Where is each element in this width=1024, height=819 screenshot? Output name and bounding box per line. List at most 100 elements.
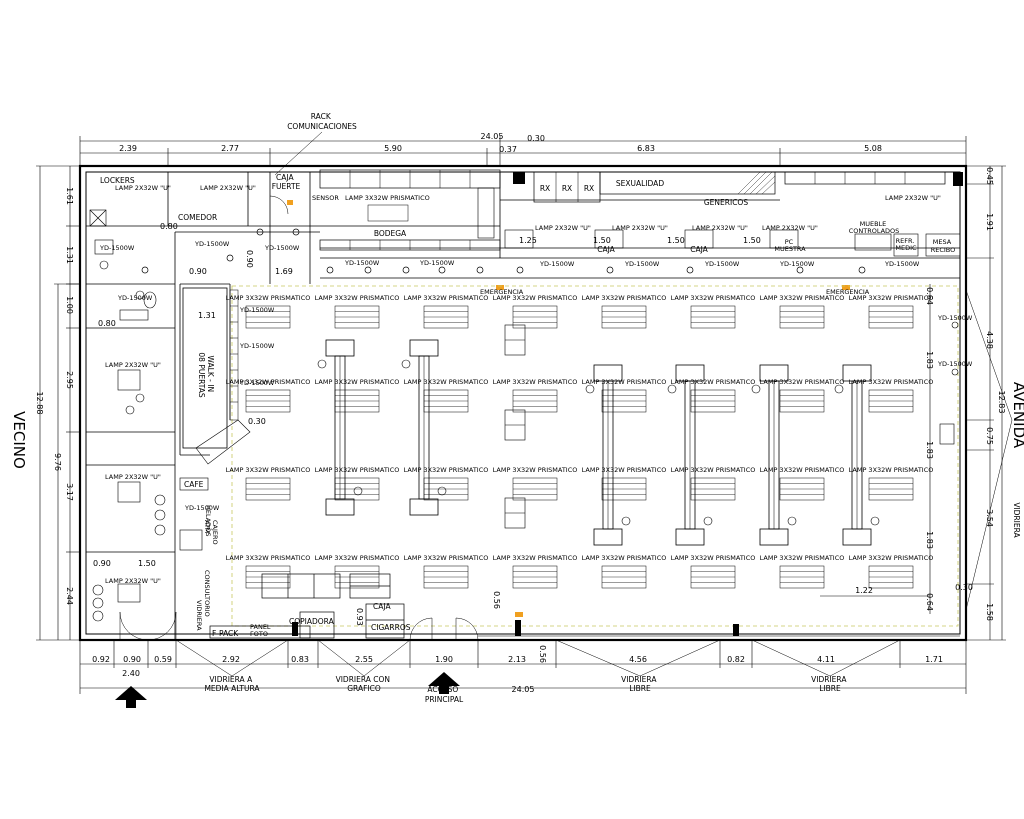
gondola-post (703, 516, 713, 526)
cf-line1: CAJA (276, 173, 294, 182)
sensor-label: SENSOR (312, 194, 339, 202)
left-dim-seg: 3.17 (65, 483, 74, 501)
lamp-prism-label: LAMP 3X32W PRISMATICO (671, 466, 756, 474)
sexualidad-label: SEXUALIDAD (616, 179, 664, 188)
lamp-prism-label: LAMP 3X32W PRISMATICO (404, 378, 489, 386)
cajero-line1: CAJERO (211, 520, 219, 545)
yd-label: YD-1500W (937, 360, 973, 368)
cf-line2: FUERTE (272, 182, 301, 191)
yd-label: YD-1500W (184, 504, 220, 512)
pharmacy-hatch (737, 171, 776, 195)
rx-label: RX (562, 184, 572, 193)
vidriera-leader (175, 639, 289, 677)
lamp-prism-label: LAMP 3X32W PRISMATICO (493, 466, 578, 474)
vidriera-grafico-label: VIDRIERA CON GRAFICO (336, 675, 393, 693)
vidriera-leader (751, 639, 901, 677)
street-right-label: AVENIDA (1010, 382, 1024, 449)
bottom-dim-seg: 0.59 (154, 655, 172, 664)
walkin-line2: 08 PUERTAS (197, 352, 206, 397)
street-left-label: VECINO (10, 411, 28, 469)
right-inner-dim: 1.83 (925, 441, 934, 459)
lamp-u-label: LAMP 2X32W "U" (762, 224, 818, 232)
lamp-prism-label: LAMP 3X32W PRISMATICO (760, 554, 845, 562)
wall-column (515, 620, 521, 636)
lamp-prism-label: LAMP 3X32W PRISMATICO (582, 466, 667, 474)
checkout-boxes (504, 324, 526, 529)
bottom-dim-small: 0.56 (492, 591, 501, 609)
inner-dim: 1.50 (138, 559, 156, 568)
gondola-post (401, 359, 411, 369)
inner-dim: 1.50 (743, 236, 761, 245)
lamp-prism-label: LAMP 3X32W PRISMATICO (760, 466, 845, 474)
gondola-end-cap (842, 528, 872, 546)
vidriera-libre-label: VIDRIERA LIBRE (811, 675, 849, 693)
left-dim-seg: 1.00 (65, 296, 74, 314)
left-dimensions (36, 165, 80, 641)
cigarros-label: CIGARROS (371, 623, 411, 632)
bottom-dim-small2: 0.56 (538, 645, 547, 663)
mueble-box (854, 233, 892, 251)
refr-line1: REFR. (896, 237, 915, 245)
lamp-prism-label: LAMP 3X32W PRISMATICO (493, 378, 578, 386)
v2-line1: VIDRIERA CON (336, 675, 390, 684)
lamp-u-label: LAMP 2X32W "U" (115, 184, 171, 192)
bottom-dim-seg: 1.90 (435, 655, 453, 664)
copiadora-label: COPIADORA (289, 617, 335, 626)
v4-line2: LIBRE (819, 684, 841, 693)
emergency-light-icon (842, 285, 850, 290)
rack-line2: COMUNICACIONES (287, 122, 357, 131)
yd-label: YD-1500W (704, 260, 740, 268)
v3-line2: LIBRE (629, 684, 651, 693)
lamp-prism-label: LAMP 3X32W PRISMATICO (582, 554, 667, 562)
lamp-prism-label: LAMP 3X32W PRISMATICO (849, 378, 934, 386)
vidriera-right-label: VIDRIERA (1012, 502, 1021, 538)
yd-label: YD-1500W (239, 306, 275, 314)
lamp-prism-label: LAMP 3X32W PRISMATICO (849, 294, 934, 302)
lamp-prism-label: LAMP 3X32W PRISMATICO (760, 378, 845, 386)
entry-arrow-icon (115, 686, 147, 700)
right-dim-seg: 0.75 (985, 427, 994, 445)
lamp-u-label: LAMP 2X32W "U" (200, 184, 256, 192)
bottom-dim-seg: 2.92 (222, 655, 240, 664)
vidriera-right-leader (965, 289, 1013, 611)
v1-line1: VIDRIERA A (209, 675, 253, 684)
counter-box (594, 229, 624, 249)
yd-label: YD-1500W (99, 244, 135, 252)
fpack-label: F-PACK (212, 629, 239, 638)
lamp-prism-label: LAMP 3X32W PRISMATICO (849, 466, 934, 474)
bottom-dim-total: 24.05 (512, 685, 535, 694)
pc-line1: PC (785, 238, 794, 246)
lamp-prism-label: LAMP 3X32W PRISMATICO (226, 378, 311, 386)
lamp-prism-label: LAMP 3X32W PRISMATICO (671, 294, 756, 302)
consultorio-label: CONSULTORIO (203, 570, 211, 617)
rx-label: RX (540, 184, 550, 193)
yd-fixture-icons (141, 228, 866, 274)
pf-line1: PANEL (250, 623, 271, 631)
left-dim-total: 12.88 (35, 392, 44, 415)
yd-label: YD-1500W (937, 314, 973, 322)
lamp-prism-label: LAMP 3X32W PRISMATICO (404, 554, 489, 562)
cafe-box (179, 477, 209, 491)
yd-label: YD-1500W (117, 294, 153, 302)
inner-dim: 0.90 (189, 267, 207, 276)
right-dim-seg: 4.38 (985, 331, 994, 349)
left-dim-seg: 1.61 (65, 187, 74, 205)
lamp-u-label: LAMP 2X32W "U" (105, 361, 161, 369)
lamp-u-label: LAMP 2X32W "U" (692, 224, 748, 232)
yd-label: YD-1500W (539, 260, 575, 268)
bottom-dim-seg: 2.55 (355, 655, 373, 664)
mueble-label: MUEBLE CONTROLADOS (849, 220, 900, 235)
bottom-dim-seg: 4.56 (629, 655, 647, 664)
rx-label: RX (584, 184, 594, 193)
v2-line2: GRAFICO (347, 684, 381, 693)
lamp-prism-label: LAMP 3X32W PRISMATICO (345, 194, 430, 202)
yd-label: YD-1500W (624, 260, 660, 268)
helados-label: HELADOS (204, 505, 212, 536)
gondola-post (834, 384, 844, 394)
mueble-line1: MUEBLE (860, 220, 887, 228)
top-dim-seg: 5.08 (864, 144, 882, 153)
v4-line1: VIDRIERA (811, 675, 847, 684)
yd-label: YD-1500W (779, 260, 815, 268)
caja-fuerte-label: CAJA FUERTE (272, 173, 301, 191)
walkin-ramp (195, 419, 251, 465)
